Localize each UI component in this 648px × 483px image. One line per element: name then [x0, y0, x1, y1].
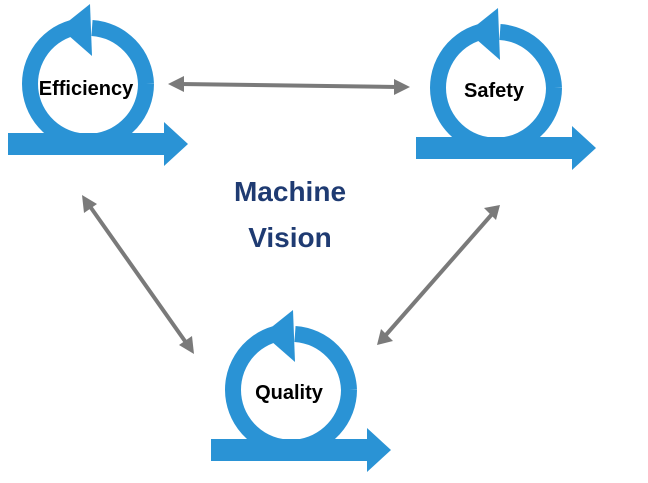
- node-label-efficiency: Efficiency: [39, 78, 134, 100]
- center-title: Machine Vision: [234, 176, 346, 253]
- node-efficiency: Efficiency: [8, 4, 188, 166]
- node-label-safety: Safety: [464, 80, 525, 102]
- center-title-line2: Vision: [248, 222, 332, 253]
- center-title-line1: Machine: [234, 176, 346, 207]
- link-efficiency-quality: [82, 195, 194, 354]
- double-arrow-icon: [377, 329, 393, 345]
- node-label-quality: Quality: [255, 382, 324, 404]
- link-efficiency-safety: [168, 76, 410, 95]
- double-arrow-icon: [168, 76, 184, 92]
- node-safety: Safety: [416, 8, 596, 170]
- double-arrow-icon: [484, 205, 500, 220]
- double-arrow-icon: [179, 336, 194, 354]
- node-quality: Quality: [211, 310, 391, 472]
- link-safety-quality: [377, 205, 500, 345]
- double-arrow-icon: [82, 195, 97, 213]
- double-arrow-icon: [394, 79, 410, 95]
